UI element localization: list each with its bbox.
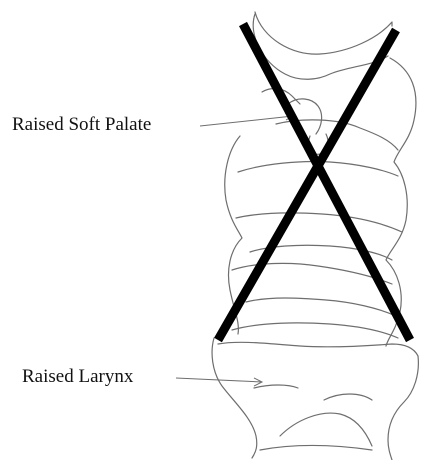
epiglottis-outline <box>280 413 372 446</box>
label-raised-larynx: Raised Larynx <box>22 366 133 388</box>
cross-line-left-top-to-right-bottom <box>243 24 410 340</box>
upper-pharynx-arch <box>255 12 392 54</box>
soft-palate-pointer <box>200 116 293 126</box>
label-raised-soft-palate: Raised Soft Palate <box>12 114 151 136</box>
larynx-outline <box>212 338 257 458</box>
nasopharynx-outline <box>253 14 388 79</box>
cross-line-right-top-to-left-bottom <box>218 30 396 340</box>
